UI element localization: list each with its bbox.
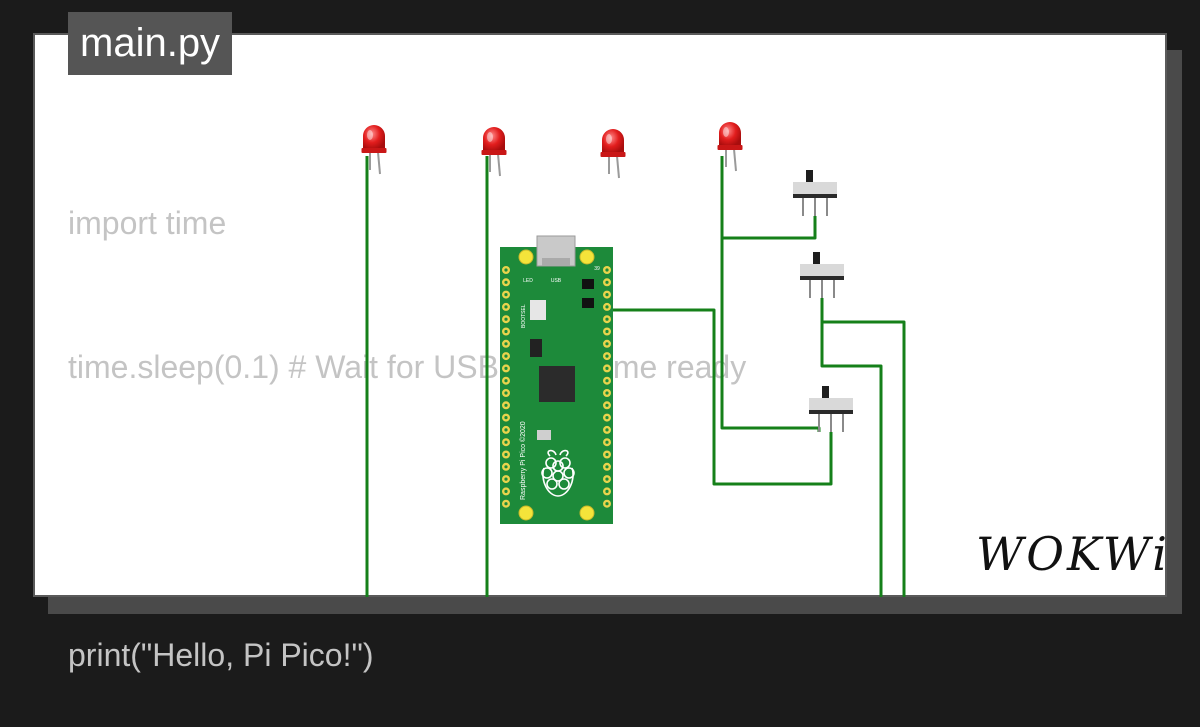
- pin-hole: [605, 379, 609, 383]
- pin-hole: [504, 428, 508, 432]
- wire-led4-switch1[interactable]: [720, 156, 817, 240]
- pin-hole: [504, 305, 508, 309]
- pin-hole: [504, 329, 508, 334]
- pin-hole: [605, 452, 609, 457]
- pin-hole: [605, 293, 609, 297]
- pin-hole: [504, 489, 508, 493]
- code-line: print("Hello, Pi Pico!"): [68, 637, 374, 673]
- pin-hole: [504, 268, 508, 272]
- pin-hole: [605, 428, 609, 432]
- pin-hole: [605, 416, 609, 420]
- pin-hole: [504, 440, 508, 444]
- led-icon[interactable]: [360, 124, 388, 175]
- pin-hole: [504, 391, 508, 395]
- pin-hole: [504, 379, 508, 383]
- pin-hole: [605, 280, 609, 284]
- pin-hole: [605, 477, 609, 481]
- pin-hole: [504, 465, 508, 469]
- usb-label: USB: [551, 278, 562, 284]
- raspberry-pi-pico[interactable]: LED USB 39 BOOTSEL Raspberry Pi Pico ©20…: [500, 235, 613, 524]
- pin-hole: [504, 452, 508, 457]
- pin-hole: [605, 329, 609, 334]
- pin-hole: [605, 305, 609, 309]
- pin-hole: [605, 268, 609, 272]
- raspberry-logo-icon: [541, 449, 575, 497]
- wire-switch2-b[interactable]: [822, 320, 906, 597]
- pin-hole: [605, 342, 609, 346]
- code-line: import time: [68, 205, 227, 241]
- pin-hole: [605, 403, 609, 407]
- slide-switch-icon[interactable]: [799, 251, 845, 299]
- board-name-label: Raspberry Pi Pico ©2020: [519, 421, 527, 500]
- led-icon[interactable]: [599, 128, 627, 179]
- pin-hole: [605, 440, 609, 444]
- pin-hole: [605, 465, 609, 469]
- pin-header-right: [603, 266, 611, 508]
- pin-hole: [504, 366, 508, 370]
- led-label: LED: [523, 278, 533, 284]
- pin-hole: [605, 489, 609, 493]
- pin-number-label: 39: [594, 266, 600, 272]
- pin-hole: [504, 280, 508, 284]
- pin-hole: [504, 317, 508, 321]
- pin-hole: [605, 354, 609, 358]
- pin-hole: [504, 502, 508, 506]
- pin-hole: [504, 403, 508, 407]
- pin-hole: [605, 366, 609, 370]
- led-icon[interactable]: [480, 126, 508, 177]
- pin-hole: [504, 416, 508, 420]
- slide-switch-icon[interactable]: [808, 385, 854, 433]
- pin-hole: [504, 354, 508, 358]
- pin-hole: [504, 342, 508, 346]
- pin-hole: [605, 317, 609, 321]
- pin-hole: [605, 502, 609, 506]
- bootsel-label: BOOTSEL: [521, 304, 527, 328]
- pin-hole: [605, 391, 609, 395]
- pin-header-left: [502, 266, 510, 508]
- file-tab[interactable]: main.py: [68, 12, 233, 75]
- wire-switch2-a[interactable]: [820, 298, 883, 597]
- pin-hole: [504, 477, 508, 481]
- wokwi-logo: WOKWi: [976, 527, 1170, 581]
- pin-hole: [504, 293, 508, 297]
- slide-switch-icon[interactable]: [792, 169, 838, 217]
- circuit-diagram[interactable]: LED USB 39 BOOTSEL Raspberry Pi Pico ©20…: [0, 0, 1200, 630]
- wire-pico-switch3[interactable]: [603, 308, 833, 486]
